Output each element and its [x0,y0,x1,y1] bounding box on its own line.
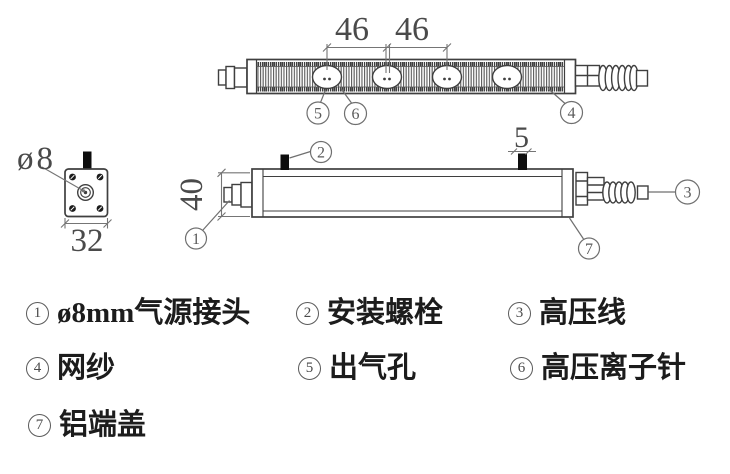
dim-dia8-leader [41,166,86,193]
dim-40-lines [217,168,250,221]
mount-bolt-right-icon [518,153,527,170]
callout-endcap-balloon: 7 [569,217,601,260]
dim-46-left: 46 [335,11,369,48]
callout-needle-balloon: 6 [340,88,368,126]
corner-screw-slots [70,174,103,211]
top-view: 46 46 5 6 4 [217,11,649,126]
legend-num-6: 6 [510,357,533,380]
dim-32: 32 [71,223,104,259]
callout-outlet-balloon: 5 [306,89,330,125]
legend-num-7: 7 [28,414,51,437]
dim-32-lines [60,218,112,229]
legend-num-1: 1 [26,302,49,325]
legend-num-5: 5 [298,357,321,380]
legend-item-mount-bolt: 2 安装螺栓 [296,299,443,328]
dim-46-lines [322,43,452,73]
air-fitting-top-icon [217,65,248,90]
legend-num-4: 4 [26,357,49,380]
dim-40: 40 [174,178,210,211]
end-bolt-icon [83,151,92,170]
legend-num-2: 2 [296,302,319,325]
mesh-band-bottom [256,87,565,92]
svg-text:2: 2 [317,145,325,162]
cable-connector-top-icon [574,64,649,92]
legend-item-mesh: 4 网纱 [26,354,115,383]
legend-label-6: 高压离子针 [541,352,687,384]
svg-text:6: 6 [352,106,360,123]
legend-item-ion-needle: 6 高压离子针 [510,354,686,383]
callout-mesh-balloon: 4 [547,88,584,125]
legend-label-1: ø8mm气源接头 [57,297,251,329]
dim-46-right: 46 [395,11,429,48]
callout-fitting-balloon: 1 [184,200,230,250]
callout-wire-balloon: 3 [648,179,701,205]
mount-bolt-left-icon [280,154,289,170]
dim-5-lines [508,148,536,155]
legend-num-3: 3 [508,302,531,325]
hv-cable-side-icon [575,171,649,206]
legend-label-4: 网纱 [57,352,116,384]
legend-label-2: 安装螺栓 [327,297,444,329]
legend-item-hv-wire: 3 高压线 [508,299,626,328]
legend-item-outlet-hole: 5 出气孔 [298,354,416,383]
side-view: 40 5 1 2 [174,121,701,260]
legend-label-3: 高压线 [539,297,627,329]
dim-dia8: ø8 [17,141,56,177]
svg-text:7: 7 [585,241,593,258]
svg-text:1: 1 [192,231,200,248]
legend-item-air-fitting: 1 ø8mm气源接头 [26,299,250,328]
svg-text:3: 3 [684,185,692,202]
legend-label-5: 出气孔 [329,352,417,384]
dim-5: 5 [514,121,529,154]
callout-bolt-balloon: 2 [289,140,333,164]
legend-item-end-cap: 7 铝端盖 [28,411,146,440]
air-fitting-side-icon [223,181,253,208]
end-view: ø8 32 [17,141,112,259]
svg-text:4: 4 [568,105,576,122]
drawing-canvas: 46 46 5 6 4 [17,11,701,260]
mesh-band-top [256,62,565,67]
outlet-holes [311,64,523,90]
legend-label-7: 铝端盖 [59,409,147,441]
svg-text:5: 5 [314,106,322,123]
